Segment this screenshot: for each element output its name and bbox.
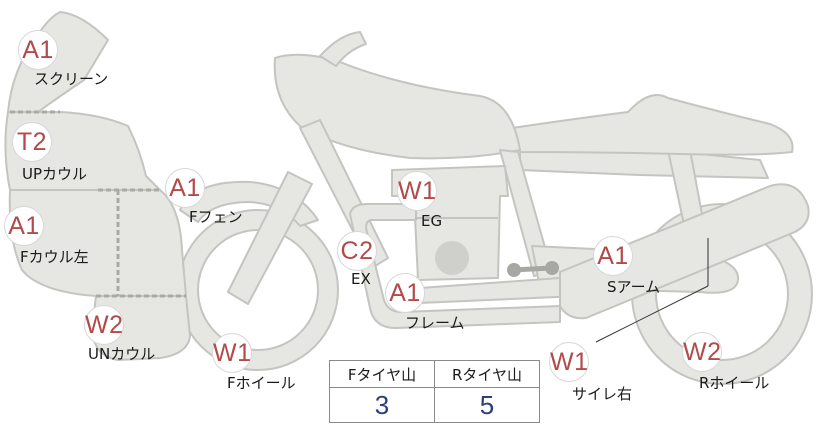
seat-shape [511,94,794,156]
exhaust-pipe-shape [349,203,561,329]
table-header-row: Fタイヤ山 Rタイヤ山 [329,360,540,388]
label-eg: EG [421,212,443,230]
grade-badge-up-cowl: T2 [12,122,52,162]
label-f-cowl-left: Fカウル左 [20,248,89,266]
grade-badge-eg: W1 [397,171,437,211]
front-fork-shape [227,171,313,305]
grade-badge-frame: A1 [385,273,425,313]
label-screen: スクリーン [34,70,109,88]
grade-badge-s-arm: A1 [593,236,633,276]
grade-badge-f-fender: A1 [165,168,205,208]
grade-badge-r-wheel: W2 [682,332,722,372]
front-cowl-shape [8,189,187,297]
grade-badge-f-cowl-left: A1 [4,206,44,246]
table-row: 3 5 [329,387,540,423]
grade-badge-un-cowl: W2 [84,305,124,345]
tire-tread-table: Fタイヤ山 Rタイヤ山 3 5 [329,360,540,423]
handlebar-shape [319,31,367,67]
label-un-cowl: UNカウル [88,345,156,363]
rear-tire-header: Rタイヤ山 [434,360,540,388]
grade-badge-muffler-right: W1 [549,342,589,382]
engine-cover-shape [435,241,469,275]
footpeg-left [507,263,521,277]
front-tire-value: 3 [329,387,435,423]
grade-badge-ex: C2 [337,231,377,271]
label-frame: フレーム [405,314,465,332]
grade-badge-screen: A1 [18,30,58,70]
label-up-cowl: UPカウル [22,165,88,183]
label-muffler-right: サイレ右 [572,385,633,403]
muffler-shape [559,183,810,320]
label-f-wheel: Fホイール [227,374,296,392]
label-r-wheel: Rホイール [699,374,770,392]
grade-badge-f-wheel: W1 [212,333,252,373]
footpeg-right [545,261,559,275]
leader-line [595,285,709,343]
front-tire-header: Fタイヤ山 [329,360,435,388]
rear-tire-value: 5 [434,387,540,423]
label-ex: EX [351,270,371,288]
label-s-arm: Sアーム [607,278,661,296]
label-f-fender: Fフェン [189,208,243,226]
